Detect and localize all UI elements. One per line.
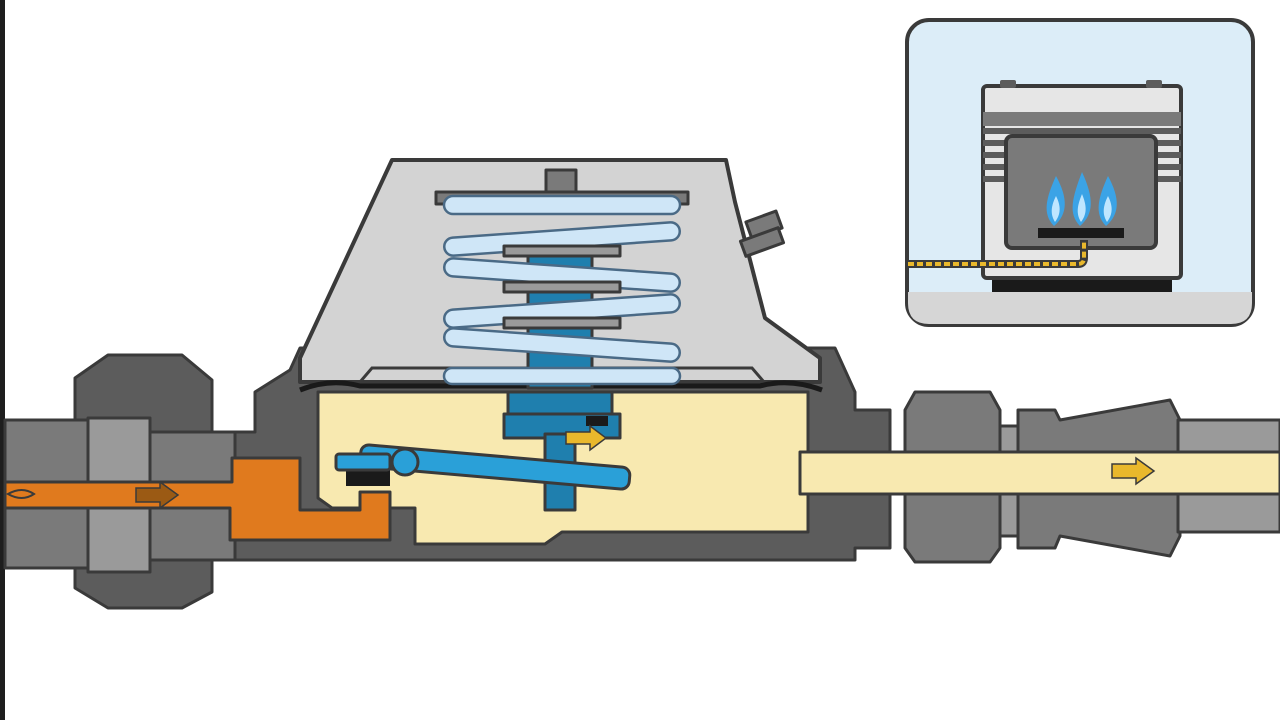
spring-coil-5 — [443, 327, 681, 363]
stove-inset — [905, 18, 1255, 327]
valve-seat-pad — [346, 468, 390, 486]
spring-assembly — [434, 190, 690, 390]
inset-floor — [908, 292, 1252, 324]
spring-inner-plate-3 — [502, 316, 622, 330]
spring-inner-plate-2 — [502, 280, 622, 294]
arrow-right-icon-outlet — [1111, 456, 1156, 486]
arrow-right-icon-chamber — [565, 424, 608, 452]
stove-grill-1 — [983, 128, 1181, 134]
stove-base — [992, 278, 1172, 292]
vent-plug — [738, 209, 786, 258]
inlet-nozzle-tip — [5, 489, 36, 499]
inset-gas-line-core — [908, 240, 1086, 266]
high-pressure-gas — [3, 456, 392, 542]
adjuster-cap — [544, 168, 578, 194]
spring-coil-1 — [442, 194, 682, 216]
stove-top-band — [983, 112, 1181, 126]
flame-icon-middle — [1072, 172, 1091, 226]
flame-icon-right — [1098, 176, 1117, 226]
valve-mechanism — [334, 390, 632, 512]
left-frame-edge — [0, 0, 5, 720]
stove-lid-knob-right — [1146, 80, 1162, 88]
spring-coil-6 — [442, 366, 682, 386]
arrow-right-icon-inlet — [135, 480, 180, 510]
spring-inner-plate — [502, 244, 622, 258]
flame-icon-left — [1046, 176, 1065, 226]
burner-bar — [1038, 228, 1124, 238]
diaphragm-clamp — [506, 390, 614, 416]
stove-lid-knob-left — [1000, 80, 1016, 88]
valve-seat-mount — [334, 452, 392, 472]
outlet-gas-stream — [798, 450, 1280, 496]
stem-collar — [586, 416, 608, 426]
lever-pivot — [390, 447, 420, 477]
diaphragm — [299, 380, 823, 393]
